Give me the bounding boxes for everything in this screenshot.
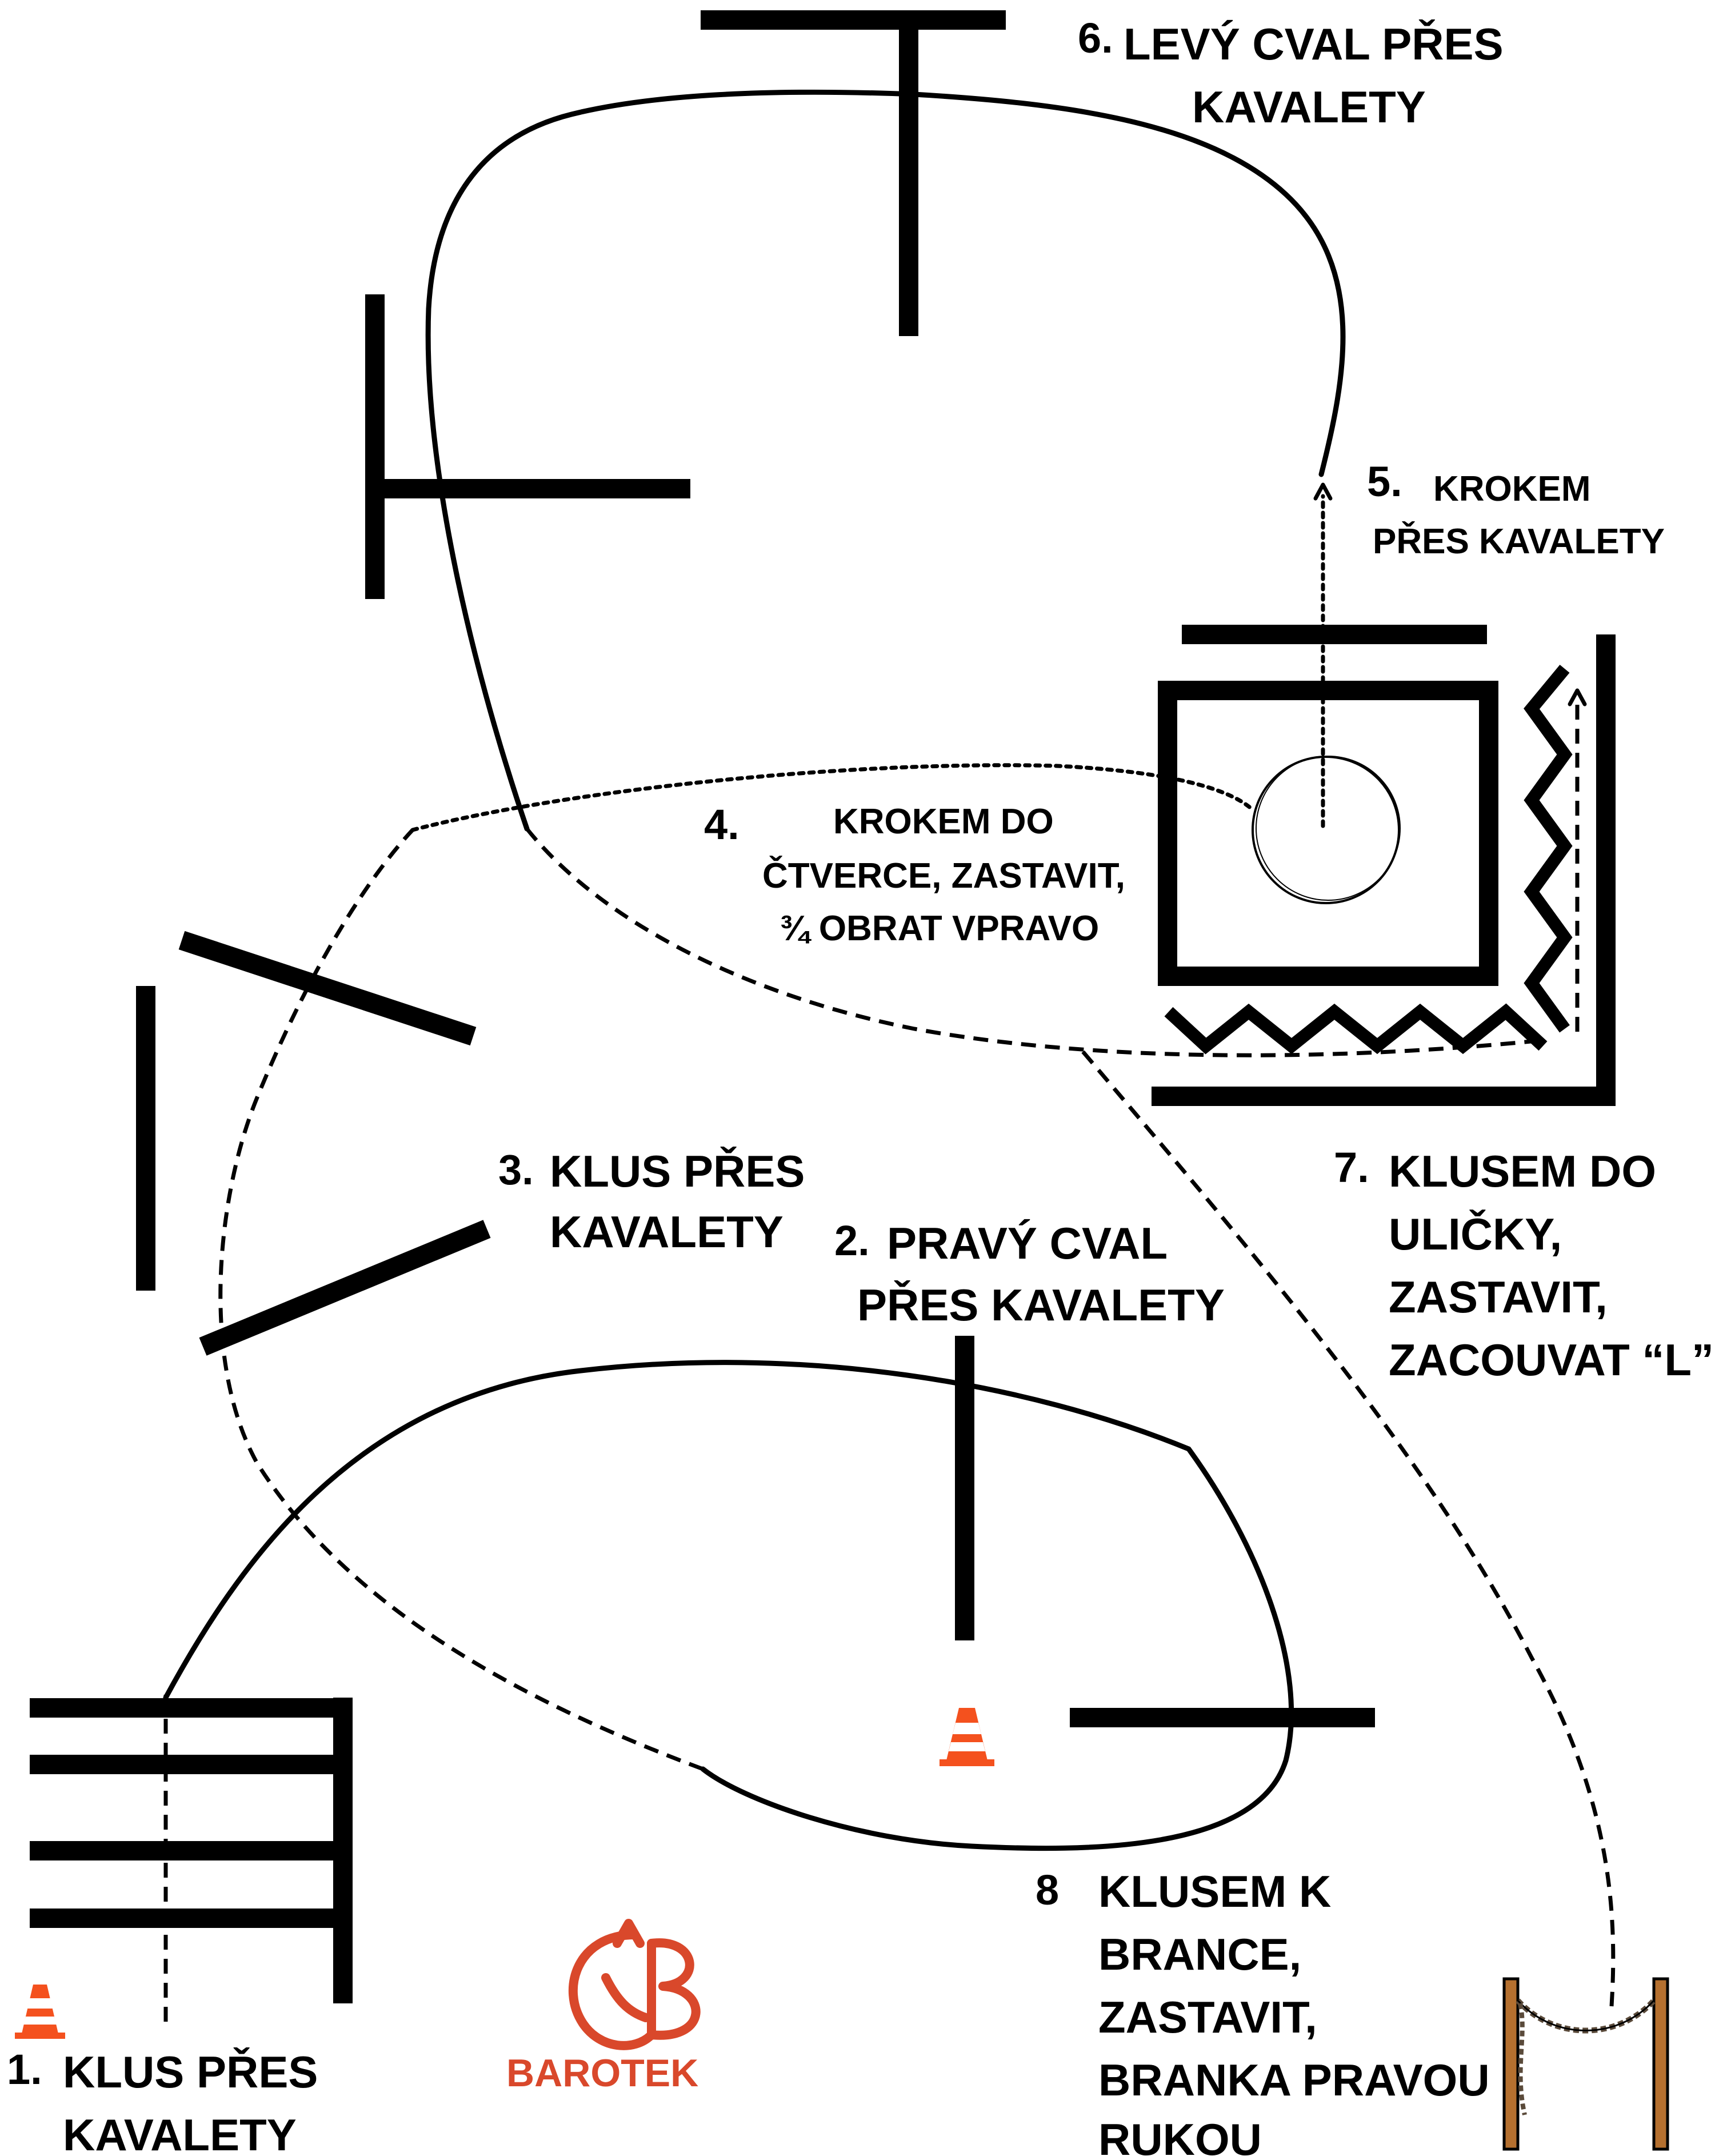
step-3-number: 3.: [498, 1146, 534, 1193]
step-1-line-1: KLUS PŘES: [63, 2047, 318, 2097]
path-trot-fan: [218, 828, 704, 1771]
step-6-line-1: LEVÝ CVAL PŘES: [1124, 19, 1504, 69]
traffic-cone-icon: [15, 1985, 65, 2039]
step-2-number: 2.: [834, 1217, 870, 1264]
route-dotted: [410, 494, 1325, 832]
arrowheads: [1313, 482, 1587, 706]
step-7-line-2: ULIČKY,: [1389, 1209, 1562, 1259]
route-paths: [163, 89, 1346, 1851]
logo-text-left: BAROT: [506, 2051, 645, 2095]
svg-text:BAROTEK: BAROTEK: [506, 2051, 698, 2095]
step-2-line-1: PRAVÝ CVAL: [887, 1218, 1168, 1268]
step-2-line-2: PŘES KAVALETY: [857, 1280, 1225, 1330]
step-3-line-2: KAVALETY: [550, 1207, 783, 1257]
horse-head-b-logo-icon: [568, 1919, 701, 2050]
step-8-line-1: KLUSEM K: [1098, 1866, 1331, 1917]
step-1-line-2: KAVALETY: [63, 2110, 297, 2156]
step-5-label: 5. KROKEM PŘES KAVALETY: [1367, 458, 1665, 561]
step-3-label: 3. KLUS PŘES KAVALETY: [498, 1146, 805, 1257]
traffic-cone-icon: [940, 1708, 994, 1766]
step-5-line-1: KROKEM: [1433, 469, 1591, 509]
path-trot-gate: [1081, 1050, 1616, 2007]
zigzag-bottom: [1164, 1003, 1548, 1055]
pole-fan-lower: [199, 1220, 491, 1356]
step-8-line-4: BRANKA PRAVOU: [1098, 2055, 1490, 2105]
step-7-label: 7. KLUSEM DO ULIČKY, ZASTAVIT, ZACOUVAT …: [1334, 1144, 1714, 1385]
step-2-label: 2. PRAVÝ CVAL PŘES KAVALETY: [834, 1217, 1225, 1330]
brand-logo: BAROTEK: [506, 1919, 701, 2095]
rope-gate-icon: [1502, 1977, 1669, 2151]
path-walk-square-lower: [525, 827, 1544, 1057]
step-8-line-2: BRANCE,: [1098, 1929, 1301, 1979]
step-4-line-2: ČTVERCE, ZASTAVIT,: [762, 856, 1125, 896]
step-8-number: 8: [1036, 1866, 1059, 1914]
step-7-line-3: ZASTAVIT,: [1389, 1272, 1608, 1322]
step-4-line-3: ¾ OBRAT VPRAVO: [779, 909, 1099, 948]
step-5-number: 5.: [1367, 458, 1402, 505]
step-1-number: 1.: [7, 2046, 42, 2093]
step-8-line-5: RUKOU: [1098, 2114, 1262, 2156]
step-4-number: 4.: [704, 801, 739, 848]
step-6-label: 6. LEVÝ CVAL PŘES KAVALETY: [1078, 14, 1504, 132]
route-dashed: [163, 703, 1616, 2030]
path-left-canter: [425, 89, 1346, 832]
step-7-line-1: KLUSEM DO: [1389, 1146, 1656, 1196]
step-6-line-2: KAVALETY: [1192, 82, 1426, 132]
step-4-line-1: KROKEM DO: [833, 802, 1054, 841]
step-5-line-2: PŘES KAVALETY: [1373, 522, 1665, 561]
step-1-label: 1. KLUS PŘES KAVALETY: [7, 2046, 318, 2156]
step-8-label: 8 KLUSEM K BRANCE, ZASTAVIT, BRANKA PRAV…: [1036, 1866, 1490, 2156]
square-box: [1158, 681, 1498, 986]
step-6-number: 6.: [1078, 14, 1113, 62]
turn-circle: [1252, 756, 1401, 904]
zigzag-right: [1524, 664, 1573, 1033]
pole-fan-upper: [178, 931, 477, 1046]
step-7-line-4: ZACOUVAT “L”: [1389, 1335, 1714, 1385]
path-walk-square-upper: [410, 763, 1254, 832]
step-3-line-1: KLUS PŘES: [550, 1146, 805, 1196]
poles: [30, 10, 1616, 2003]
arrow-up-icon: [1313, 482, 1333, 501]
path-right-canter: [163, 1360, 1294, 1851]
zigzag-lines: [1164, 664, 1573, 1055]
step-8-line-3: ZASTAVIT,: [1098, 1992, 1317, 2042]
arrow-up-icon: [1568, 688, 1587, 706]
step-4-label: 4. KROKEM DO ČTVERCE, ZASTAVIT, ¾ OBRAT …: [704, 801, 1125, 948]
logo-text-mid: E: [645, 2051, 670, 2095]
step-7-number: 7.: [1334, 1144, 1369, 1191]
logo-text-right: K: [670, 2051, 698, 2095]
